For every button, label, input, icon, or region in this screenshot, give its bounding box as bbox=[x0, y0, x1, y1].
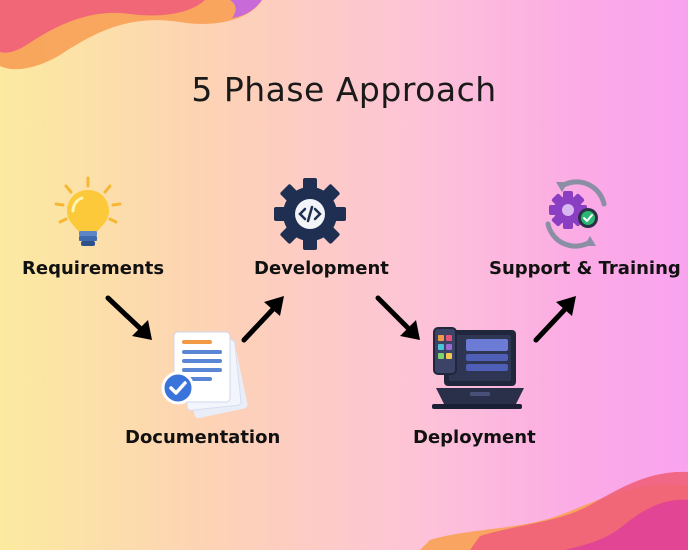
arrow-down-right-1 bbox=[105, 295, 152, 340]
document-check-icon bbox=[161, 331, 248, 419]
documentation-label: Documentation bbox=[125, 427, 281, 448]
gears-cycle-icon bbox=[545, 179, 607, 249]
development-label: Development bbox=[254, 258, 389, 279]
top-left-blob-pink bbox=[0, 0, 205, 53]
requirements-label: Requirements bbox=[22, 258, 165, 279]
laptop-dashboard-icon bbox=[432, 327, 524, 409]
top-left-blob-purple bbox=[230, 0, 262, 18]
lightbulb-icon bbox=[54, 176, 122, 246]
arrow-up-right-2 bbox=[533, 296, 576, 343]
deployment-label: Deployment bbox=[413, 427, 536, 448]
support-training-label: Support & Training bbox=[489, 258, 681, 279]
code-gear-icon bbox=[274, 178, 346, 250]
arrow-up-right-1 bbox=[241, 296, 284, 343]
arrow-down-right-2 bbox=[375, 295, 420, 340]
bottom-right-blob-magenta bbox=[565, 499, 688, 550]
page-title: 5 Phase Approach bbox=[191, 70, 497, 109]
